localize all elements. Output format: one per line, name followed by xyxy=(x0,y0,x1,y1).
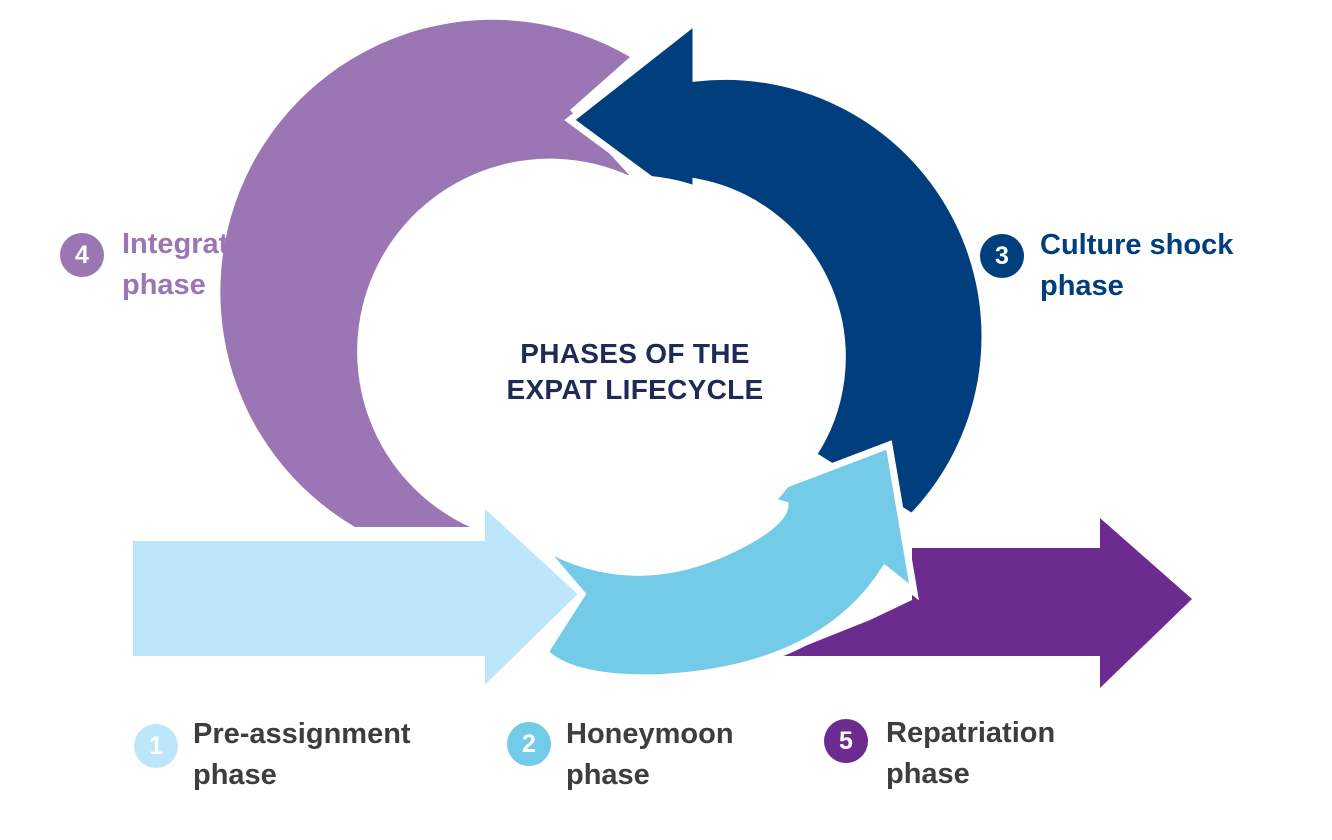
pre-assignment-phase-label: Pre-assignment phase xyxy=(193,714,411,796)
pre-assignment-phase-line2: phase xyxy=(193,759,277,791)
pre-assignment-arrow xyxy=(127,495,587,700)
integration-arrow xyxy=(220,19,630,527)
repatriation-arrow xyxy=(780,518,1192,688)
integration-phase-label: Integration phase xyxy=(122,224,272,306)
pre-assignment-number-icon: 1 xyxy=(134,724,178,768)
repatriation-phase-line1: Repatriation xyxy=(886,717,1056,749)
honeymoon-phase-label: Honeymoon phase xyxy=(566,714,734,796)
pre-assignment-phase-line1: Pre-assignment xyxy=(193,718,411,750)
culture-shock-phase-label: Culture shock phase xyxy=(1040,225,1233,307)
integration-phase-line1: Integration xyxy=(122,228,272,260)
diagram-title-line2: EXPAT LIFECYCLE xyxy=(506,374,764,405)
integration-phase-line2: phase xyxy=(122,269,206,301)
culture-shock-phase-line1: Culture shock xyxy=(1040,229,1234,261)
center-circle xyxy=(437,175,827,565)
honeymoon-arrow xyxy=(537,440,919,682)
honeymoon-phase-line1: Honeymoon xyxy=(566,718,734,750)
culture-shock-arrow xyxy=(564,13,989,522)
honeymoon-number-icon: 2 xyxy=(507,722,551,766)
integration-number-icon: 4 xyxy=(60,233,104,277)
culture-shock-number-icon: 3 xyxy=(980,234,1024,278)
honeymoon-phase-line2: phase xyxy=(566,759,650,791)
repatriation-number-icon: 5 xyxy=(824,719,868,763)
repatriation-phase-label: Repatriation phase xyxy=(886,713,1055,795)
repatriation-phase-line2: phase xyxy=(886,758,970,790)
diagram-title: PHASES OF THE EXPAT LIFECYCLE xyxy=(455,336,815,408)
culture-shock-phase-line2: phase xyxy=(1040,270,1124,302)
diagram-title-line1: PHASES OF THE xyxy=(520,338,750,369)
